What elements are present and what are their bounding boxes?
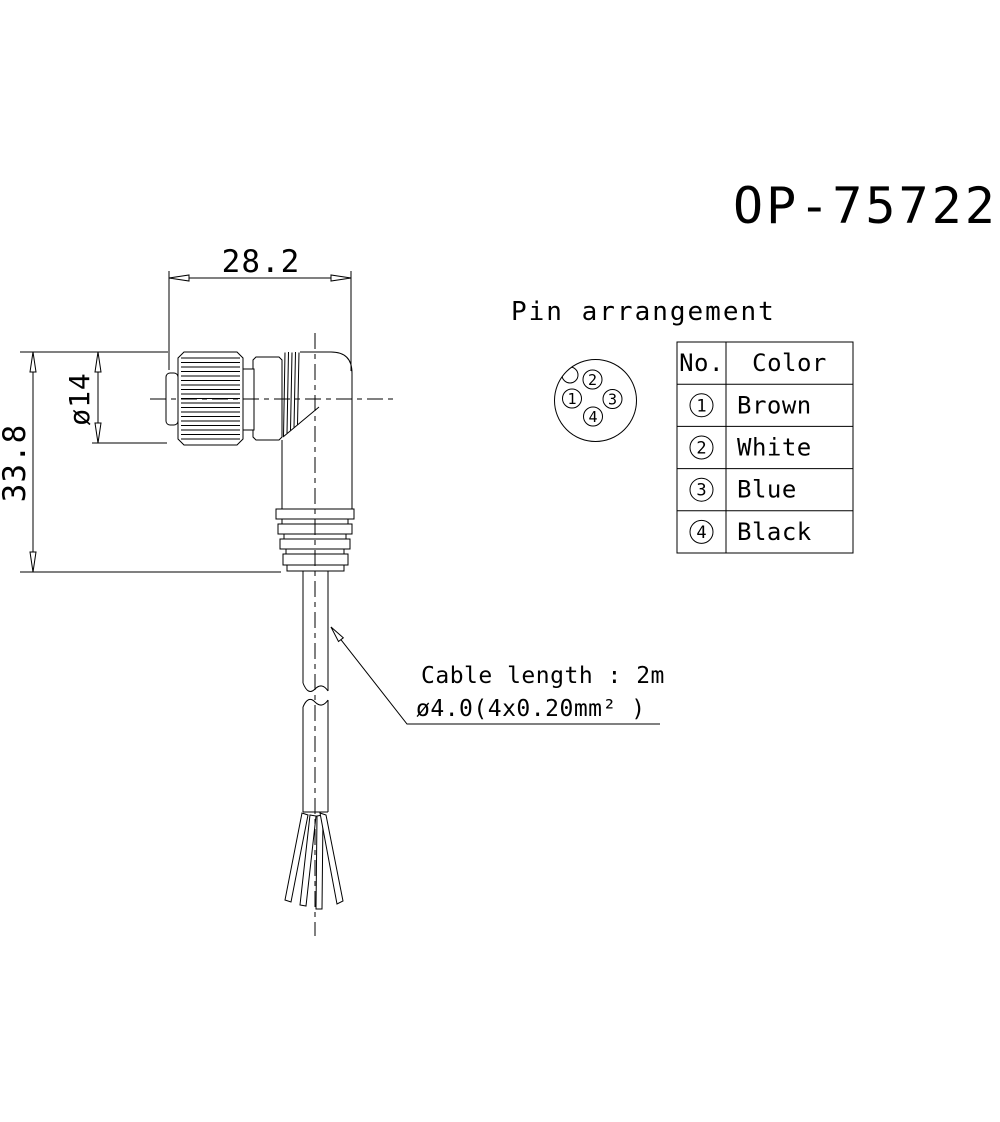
table-row: 2 White: [689, 434, 812, 462]
leader-arrow: [330, 626, 345, 643]
circled-number: [689, 393, 714, 418]
keyway-notch: [561, 366, 579, 384]
connector-side-view: [150, 333, 393, 936]
pin-2: 2: [582, 369, 603, 390]
pin-4-label: 4: [588, 408, 597, 426]
pin-arrangement-heading: Pin arrangement: [511, 297, 776, 327]
pin-3: 3: [602, 389, 623, 409]
table-header-color: Color: [752, 349, 827, 377]
cable-note: Cable length : 2m ø4.0(4x0.20mm² ): [330, 626, 665, 725]
table-row: 1 Brown: [689, 391, 812, 419]
pin-2-label: 2: [588, 371, 597, 389]
circled-number: [689, 519, 714, 544]
elbow-body: [281, 351, 353, 509]
table-row-color: Brown: [737, 391, 812, 419]
table-header-no: No.: [679, 349, 724, 377]
dimension-height: 33.8: [0, 351, 281, 573]
table-row-color: White: [737, 434, 812, 462]
table-grid-lines: [677, 342, 853, 553]
table-row-no: 4: [696, 523, 706, 543]
dimension-width: 28.2: [168, 244, 352, 371]
table-row-no: 2: [696, 439, 706, 459]
dimension-height-label: 33.8: [0, 424, 33, 503]
cable-length-label: Cable length : 2m: [421, 663, 665, 689]
leader-line: [330, 626, 660, 725]
table-row-no: 1: [696, 396, 706, 416]
stripped-wires: [284, 812, 344, 910]
table-row-no: 3: [696, 481, 706, 501]
pin-1: 1: [562, 388, 582, 409]
circled-number: [689, 435, 714, 460]
table-row: 3 Blue: [689, 476, 797, 504]
elbow-corner-line: [282, 406, 320, 438]
dimension-width-label: 28.2: [222, 244, 301, 280]
cable-spec-label: ø4.0(4x0.20mm² ): [416, 696, 646, 722]
pin-4: 4: [583, 406, 603, 427]
pin-color-table: No. Color 1 Brown 2 White 3 Blue 4 Black: [676, 341, 854, 554]
table-row: 4 Black: [689, 518, 812, 546]
table-row-color: Blue: [737, 476, 797, 504]
dimension-diameter-label: ø14: [63, 372, 96, 426]
thread-lines: [283, 351, 300, 437]
table-border: [676, 341, 854, 554]
circled-number: [689, 477, 714, 502]
dimension-diameter: ø14: [63, 351, 167, 444]
cable: [302, 571, 329, 813]
part-number: OP-75722: [733, 177, 998, 235]
pin-arrangement-diagram: 1 2 3 4: [554, 359, 637, 442]
pin-1-label: 1: [567, 390, 576, 408]
connector-face-circle: [554, 359, 637, 442]
knurl-lines: [181, 357, 240, 440]
table-row-color: Black: [737, 518, 812, 546]
pin-3-label: 3: [608, 391, 617, 409]
